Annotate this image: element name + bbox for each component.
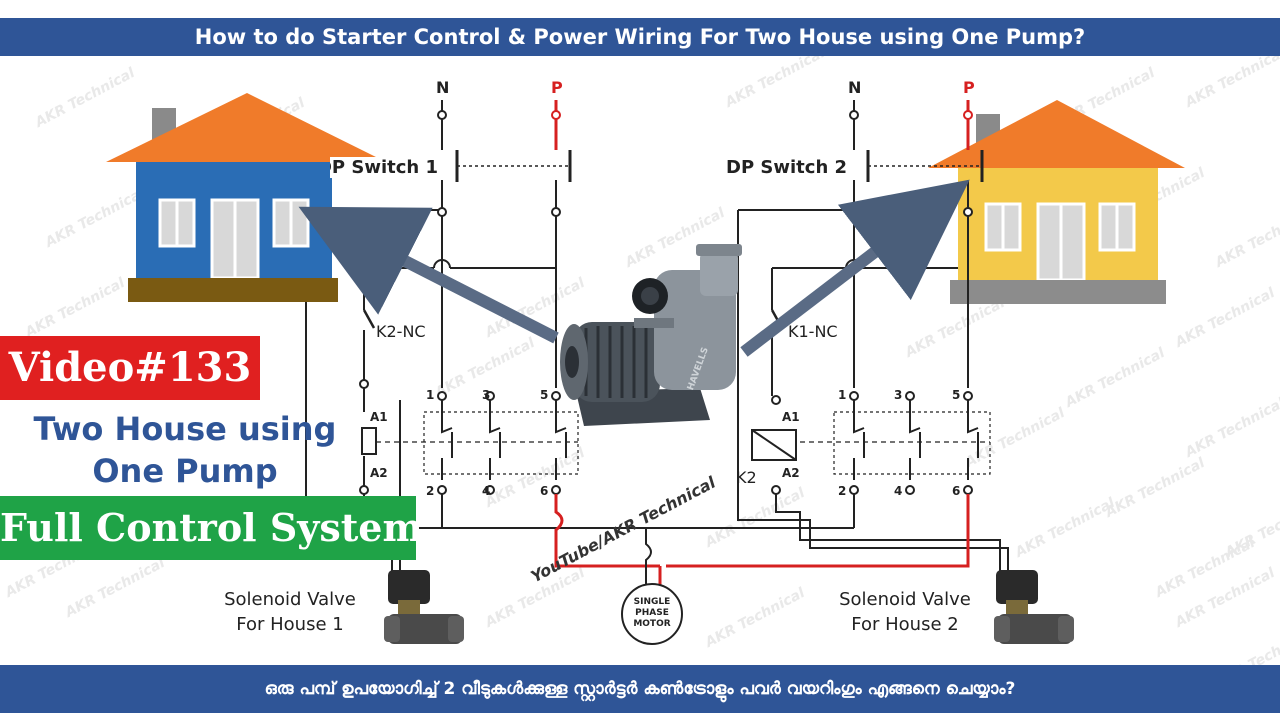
house-1-roof xyxy=(106,93,386,162)
arrow-to-house-1 xyxy=(298,206,559,344)
k2-a2-label: A2 xyxy=(782,466,800,480)
left-supply-terminals xyxy=(437,110,561,217)
k2-a1-label: A1 xyxy=(782,410,800,424)
contactor-k2 xyxy=(737,268,1009,572)
k2-terminal-2: 2 xyxy=(838,484,847,498)
house-2 xyxy=(928,100,1185,304)
k1-output-phase xyxy=(554,494,660,568)
phase-label-left: P xyxy=(551,78,563,97)
k1-terminal-5: 5 xyxy=(540,388,549,402)
subtitle: Two House using One Pump xyxy=(33,410,337,490)
valve-1-caption-line-2: For House 1 xyxy=(236,614,344,635)
dp-switch-2-label: DP Switch 2 xyxy=(726,157,848,178)
valve-1-caption-line-1: Solenoid Valve xyxy=(224,589,356,610)
k2-nc-label: K2-NC xyxy=(376,322,426,341)
neutral-label-left: N xyxy=(436,78,450,97)
k2-terminal-6: 6 xyxy=(952,484,961,498)
motor-label: SINGLE PHASE MOTOR xyxy=(622,597,682,630)
phase-label-right: P xyxy=(963,78,975,97)
right-phase-terminal xyxy=(963,110,973,120)
house-2-roof xyxy=(928,100,1185,168)
house-2-base xyxy=(950,280,1166,304)
motor-label-line-1: SINGLE xyxy=(633,597,671,607)
left-phase-terminal xyxy=(551,110,561,120)
pump-illustration xyxy=(560,244,742,426)
motor-label-line-3: MOTOR xyxy=(633,619,671,629)
k2-terminal-5: 5 xyxy=(952,388,961,402)
arrow-to-house-2 xyxy=(740,179,970,357)
k1-terminal-4: 4 xyxy=(482,484,491,498)
k2-terminal-4: 4 xyxy=(894,484,903,498)
single-phase-motor xyxy=(621,528,683,645)
k1-terminal-2: 2 xyxy=(426,484,435,498)
malayalam-caption: ഒരു പമ്പ് ഉപയോഗിച്ച് 2 വീടുകൾക്കുള്ള സ്റ… xyxy=(0,665,1280,713)
k1-terminal-1: 1 xyxy=(426,388,435,402)
house-1-base xyxy=(128,278,338,302)
page-title: How to do Starter Control & Power Wiring… xyxy=(0,18,1280,56)
system-badge: Full Control System xyxy=(0,496,423,560)
motor-label-line-2: PHASE xyxy=(635,608,669,618)
k1-nc-label: K1-NC xyxy=(788,322,838,341)
k1-terminal-6: 6 xyxy=(540,484,549,498)
valve-2-caption-line-1: Solenoid Valve xyxy=(839,589,971,610)
k2-coil-name: K2 xyxy=(736,468,757,487)
k2-output-phase xyxy=(666,494,970,568)
k2-terminal-3: 3 xyxy=(894,388,903,402)
k2-terminal-1: 1 xyxy=(838,388,847,402)
solenoid-valve-1 xyxy=(384,520,464,644)
valve-2-caption-line-2: For House 2 xyxy=(851,614,959,635)
k1-a2-label: A2 xyxy=(370,466,388,480)
k1-terminal-3: 3 xyxy=(482,388,491,402)
valve-2-caption: Solenoid Valve For House 2 xyxy=(815,587,995,637)
dp-switch-1-label: DP Switch 1 xyxy=(330,157,438,178)
k2-terminals xyxy=(849,391,973,495)
house-1 xyxy=(106,93,386,302)
valve-1-caption: Solenoid Valve For House 1 xyxy=(200,587,380,637)
k1-a1-label: A1 xyxy=(370,410,388,424)
neutral-label-right: N xyxy=(848,78,862,97)
video-number-badge: Video#133 xyxy=(0,336,260,400)
solenoid-valve-2 xyxy=(994,570,1074,644)
k1-terminals xyxy=(437,391,561,495)
